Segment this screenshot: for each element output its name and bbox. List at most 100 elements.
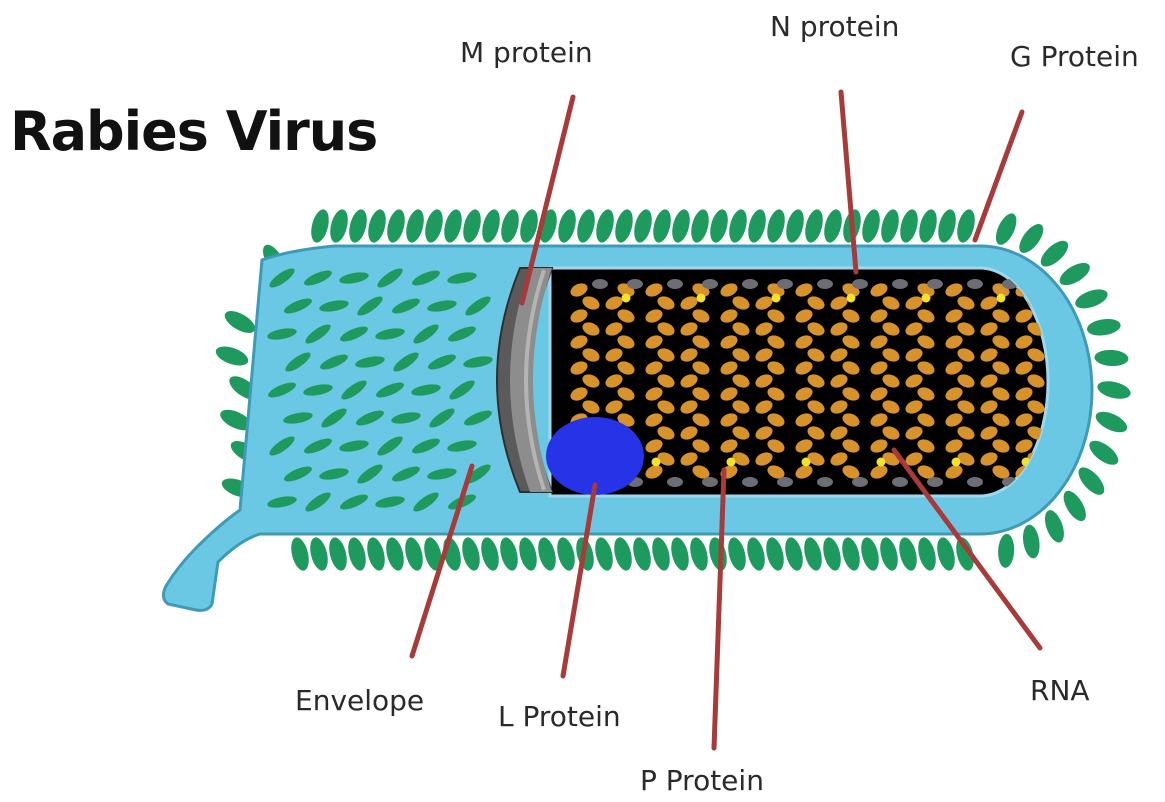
g-protein-spike xyxy=(327,208,351,245)
g-protein-spike xyxy=(1073,286,1110,313)
helix-junction xyxy=(667,279,683,289)
g-protein-spike xyxy=(916,208,940,245)
g-protein-spike xyxy=(1059,487,1090,524)
g-protein-spike xyxy=(744,536,768,573)
g-protein-spike xyxy=(478,536,502,573)
helix-junction xyxy=(702,279,718,289)
g-protein-spike xyxy=(782,536,806,573)
g-protein-spike xyxy=(726,208,750,245)
p-protein xyxy=(922,294,931,303)
p-protein xyxy=(802,458,811,467)
g-protein-spike xyxy=(593,208,617,245)
g-protein-spike xyxy=(1021,524,1042,560)
g-protein-spike xyxy=(1094,349,1129,367)
g-protein-spike xyxy=(497,536,521,573)
g-protein-spike xyxy=(859,208,883,245)
g-protein-spike xyxy=(763,536,787,573)
g-protein-spike xyxy=(669,208,693,245)
g-protein-spike xyxy=(345,536,369,573)
envelope-label: Envelope xyxy=(295,684,424,717)
g-protein-spike xyxy=(288,536,312,573)
g-protein-spike xyxy=(820,536,844,573)
g-protein-spike xyxy=(745,208,769,245)
p-protein xyxy=(697,294,706,303)
g-protein-spike xyxy=(592,536,616,573)
helix-junction xyxy=(627,279,643,289)
helix-junction xyxy=(817,279,833,289)
g-protein-spike xyxy=(384,208,408,245)
g-protein-spike xyxy=(554,536,578,573)
helix-junction xyxy=(892,477,908,487)
g-protein-spike xyxy=(783,208,807,245)
helix-junction xyxy=(742,477,758,487)
g-protein-spike xyxy=(308,208,332,245)
helix-junction xyxy=(702,477,718,487)
g-protein-spike xyxy=(687,536,711,573)
g-protein-spike xyxy=(498,208,522,245)
helix-junction xyxy=(927,279,943,289)
helix-junction xyxy=(892,279,908,289)
g-protein-spike xyxy=(535,536,559,573)
rna-label: RNA xyxy=(1030,674,1090,707)
g-protein-spike xyxy=(764,208,788,245)
m-protein-label: M protein xyxy=(460,36,593,69)
p-protein xyxy=(952,458,961,467)
g-protein-spike xyxy=(555,208,579,245)
n-protein-label: N protein xyxy=(770,10,899,43)
g-protein-spike xyxy=(516,536,540,573)
g-protein-spike xyxy=(1036,236,1072,271)
g-protein-spike xyxy=(897,208,921,245)
g-protein-spike xyxy=(364,536,388,573)
helix-junction xyxy=(967,477,983,487)
p-protein xyxy=(622,294,631,303)
helix-junction xyxy=(967,279,983,289)
g-protein-label: G Protein xyxy=(1010,40,1139,73)
l-protein-label: L Protein xyxy=(498,700,621,733)
g-protein-spike xyxy=(915,536,939,573)
g-protein-spike xyxy=(1085,436,1122,469)
g-protein-spike xyxy=(934,536,958,573)
g-protein-spike xyxy=(1041,508,1068,545)
helix-junction xyxy=(742,279,758,289)
helix-junction xyxy=(777,279,793,289)
g-protein-spike xyxy=(422,208,446,245)
g-protein-spike xyxy=(839,536,863,573)
g-protein-spike xyxy=(649,536,673,573)
g-protein-spike xyxy=(346,208,370,245)
g-protein-spike xyxy=(802,208,826,245)
g-protein-spike xyxy=(706,536,730,573)
g-protein-spike xyxy=(668,536,692,573)
g-protein-spike xyxy=(326,536,350,573)
helix-junction xyxy=(817,477,833,487)
g-protein-spike xyxy=(707,208,731,245)
g-protein-spike xyxy=(935,208,959,245)
helix-junction xyxy=(777,477,793,487)
g-protein-spike xyxy=(997,533,1015,568)
g-protein-spike xyxy=(441,208,465,245)
g-protein-spike xyxy=(403,208,427,245)
g-protein-spike xyxy=(213,343,250,370)
g-protein-spike xyxy=(630,536,654,573)
g-protein-spike xyxy=(611,536,635,573)
g-protein-spike xyxy=(459,536,483,573)
helix-junction xyxy=(667,477,683,487)
g-protein-spike xyxy=(1096,378,1133,402)
g-protein-spike xyxy=(878,208,902,245)
g-protein-spike xyxy=(1093,408,1131,437)
g-protein-spike xyxy=(1086,317,1122,338)
g-protein-spike xyxy=(574,208,598,245)
helix-junction xyxy=(592,279,608,289)
g-protein-spike xyxy=(307,536,331,573)
g-protein-spike xyxy=(801,536,825,573)
g-protein-spike xyxy=(221,307,258,338)
p-protein-label: P Protein xyxy=(640,764,764,797)
g-protein-spike xyxy=(479,208,503,245)
g-protein-spike xyxy=(460,208,484,245)
g-protein-spike xyxy=(365,208,389,245)
g-protein-spike xyxy=(688,208,712,245)
p-protein xyxy=(727,458,736,467)
g-protein-spike xyxy=(858,536,882,573)
g-protein-spike xyxy=(1015,220,1048,257)
helix-junction xyxy=(852,477,868,487)
